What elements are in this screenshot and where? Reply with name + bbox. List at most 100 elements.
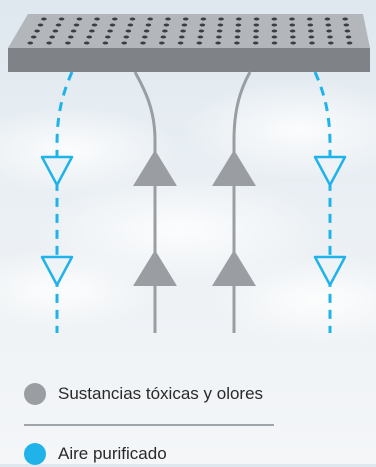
- panel-hole: [325, 23, 332, 27]
- toxic-arrow-up: [212, 250, 256, 286]
- panel-hole: [271, 17, 278, 21]
- panel-hole: [55, 23, 62, 27]
- panel-hole: [271, 35, 278, 39]
- panel-hole: [218, 17, 224, 21]
- purified-arrow-down: [40, 255, 74, 287]
- panel-hole: [27, 41, 34, 45]
- panel-hole: [216, 35, 222, 39]
- panel-hole: [217, 23, 224, 27]
- panel-hole: [109, 23, 116, 27]
- panel-hole: [46, 41, 52, 45]
- panel-hole: [145, 23, 152, 27]
- panel-hole: [271, 23, 278, 27]
- panel-hole: [253, 17, 260, 21]
- panel-hole: [129, 17, 136, 21]
- panel-hole: [324, 17, 331, 21]
- legend-label-purified: Aire purificado: [58, 444, 167, 463]
- toxic-flow-right: [232, 71, 252, 333]
- panel-hole: [76, 17, 83, 21]
- panel-hole: [215, 41, 221, 45]
- panel-hole: [165, 17, 171, 21]
- panel-hole: [65, 41, 71, 45]
- panel-hole: [68, 35, 74, 39]
- toxic-arrow-up: [133, 150, 177, 186]
- panel-hole: [140, 41, 146, 45]
- panel-hole: [163, 23, 170, 27]
- toxic-air-flows: [133, 71, 256, 333]
- panel-hole: [200, 17, 207, 21]
- legend-item-toxic: Sustancias tóxicas y olores: [24, 381, 263, 407]
- toxic-arrow-up: [133, 250, 177, 286]
- panel-hole: [180, 29, 186, 33]
- panel-hole: [271, 29, 278, 33]
- panel-hole: [105, 35, 111, 39]
- panel-hole: [344, 29, 351, 33]
- panel-hole: [271, 41, 278, 45]
- panel-hole: [236, 17, 242, 21]
- sky-background: [0, 80, 376, 345]
- panel-hole: [308, 35, 315, 39]
- panel-hole: [234, 41, 240, 45]
- toxic-dot-icon: [24, 383, 46, 405]
- panel-hole: [147, 17, 153, 21]
- panel-hole: [197, 35, 204, 39]
- toxic-arrow-up: [212, 150, 256, 186]
- panel-hole: [252, 41, 259, 45]
- purified-flow-right: [313, 71, 332, 333]
- panel-hole: [253, 23, 260, 27]
- panel-hole: [182, 17, 189, 21]
- panel-hole: [308, 29, 314, 33]
- panel-hole: [327, 35, 333, 39]
- panel-hole: [162, 29, 168, 33]
- legend-item-purified: Aire purificado: [24, 441, 167, 467]
- panel-hole: [143, 29, 150, 33]
- panel-hole: [343, 23, 350, 27]
- panel-hole: [30, 35, 37, 39]
- panel-hole: [235, 29, 241, 33]
- panel-hole: [235, 23, 242, 27]
- panel-hole: [309, 41, 315, 45]
- panel-top-face: [8, 14, 370, 48]
- panel-hole: [83, 41, 90, 45]
- panel-hole: [107, 29, 113, 33]
- panel-hole: [91, 23, 98, 27]
- purified-air-flows: [40, 71, 347, 333]
- panel-hole: [199, 23, 206, 27]
- panel-hole: [127, 23, 134, 27]
- panel-front-face: [8, 48, 370, 72]
- toxic-flow-left: [133, 71, 157, 333]
- purified-arrow-down: [313, 155, 347, 187]
- panel-hole: [328, 41, 334, 45]
- panel-hole: [289, 17, 295, 21]
- purified-arrow-down: [313, 255, 347, 287]
- panel-hole: [58, 17, 65, 21]
- air-purifier-diagram: [8, 14, 370, 333]
- panel-hole: [89, 29, 95, 33]
- panel-hole: [94, 17, 100, 21]
- panel-hole: [253, 35, 259, 39]
- panel-hole: [123, 35, 130, 39]
- panel-hole: [73, 23, 80, 27]
- panel-hole: [196, 41, 203, 45]
- panel-hole: [125, 29, 132, 33]
- panel-hole: [160, 35, 167, 39]
- panel-hole: [49, 35, 55, 39]
- panel-hole: [345, 35, 352, 39]
- legend-label-toxic: Sustancias tóxicas y olores: [58, 384, 264, 403]
- panel-hole: [177, 41, 184, 45]
- panel-hole: [70, 29, 77, 33]
- panel-holes: [27, 17, 353, 45]
- panel-hole: [86, 35, 93, 39]
- panel-hole: [121, 41, 127, 45]
- panel-hole: [342, 17, 349, 21]
- panel-hole: [52, 29, 59, 33]
- legend: Sustancias tóxicas y olores Aire purific…: [0, 360, 376, 467]
- panel-hole: [179, 35, 185, 39]
- purified-arrow-down: [40, 155, 74, 187]
- panel-hole: [159, 41, 165, 45]
- purifier-panel: [8, 14, 370, 72]
- panel-hole: [346, 41, 353, 45]
- panel-hole: [289, 23, 296, 27]
- panel-hole: [181, 23, 188, 27]
- panel-hole: [307, 23, 314, 27]
